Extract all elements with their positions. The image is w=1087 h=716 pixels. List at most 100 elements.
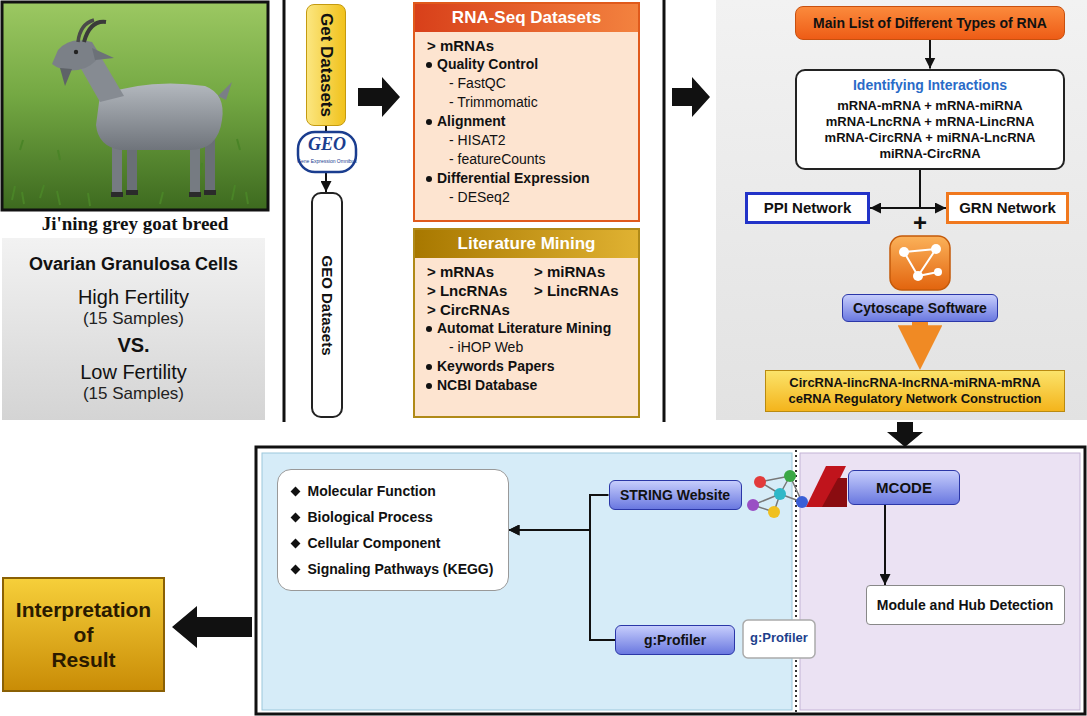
node-text: > LncRNAs xyxy=(427,281,522,300)
node-text: VS. xyxy=(117,333,149,357)
bullet-dot xyxy=(426,326,432,332)
step-box: Get Datasets xyxy=(306,4,346,126)
sample-group-box: Ovarian Granulosa CellsHigh Fertility(15… xyxy=(2,238,265,420)
bullet-diamond xyxy=(290,539,300,549)
result-box: CircRNA-lincRNA-lncRNA-miRNA-mRNA ceRNA … xyxy=(765,370,1065,412)
logo-text: GEO xyxy=(298,134,356,154)
goat-photo xyxy=(126,190,138,195)
node-text: MCODE xyxy=(876,479,932,497)
goat-photo xyxy=(218,82,232,100)
cytoscape-icon xyxy=(890,236,950,290)
goat-photo xyxy=(2,2,268,210)
geo-logo xyxy=(298,132,356,172)
node-text: - iHOP Web xyxy=(449,338,638,357)
goat-photo xyxy=(52,40,100,70)
node-text: Cellular Component xyxy=(290,530,441,556)
goat-photo xyxy=(92,48,114,60)
goat-photo xyxy=(189,192,201,197)
flow-arrow xyxy=(509,495,609,530)
node-text: mRNA-mRNA + mRNA-miRNA xyxy=(837,98,1023,114)
logo-text: g:Profiler xyxy=(743,629,815,647)
result-box: Interpretation of Result xyxy=(2,577,165,692)
goat-photo xyxy=(111,192,123,197)
string-icon xyxy=(753,476,802,512)
logo-text: Gene Expression Omnibus xyxy=(288,158,366,164)
dataset-box: GEO Datasets xyxy=(311,192,343,418)
node-text: (15 Samples) xyxy=(83,384,184,404)
network-box: GRN Network xyxy=(946,192,1069,224)
string-icon xyxy=(774,488,786,500)
divider-line xyxy=(284,0,664,422)
tool-box: g:Profiler xyxy=(615,625,735,655)
panel-background xyxy=(800,453,1080,710)
node-text: PPI Network xyxy=(764,199,852,217)
panel-background xyxy=(256,0,1087,714)
node-text: Molecular Function xyxy=(290,478,436,504)
node-text: Low Fertility xyxy=(80,360,187,384)
node-text: Differential Expression xyxy=(437,169,638,188)
node-text: (15 Samples) xyxy=(83,309,184,329)
panel-background xyxy=(256,447,1085,714)
tool-box: STRING Website xyxy=(609,480,742,510)
bullet-dot xyxy=(426,364,432,370)
string-icon xyxy=(768,506,780,518)
flow-arrow xyxy=(912,322,928,370)
flow-arrow xyxy=(870,170,920,209)
node-text: - FastQC xyxy=(449,74,638,93)
node-text: - HISAT2 xyxy=(449,131,638,150)
node-text: - featureCounts xyxy=(449,150,638,169)
mcode-logo xyxy=(822,478,847,507)
node-text: Main List of Different Types of RNA xyxy=(813,14,1047,32)
gprofiler-logo xyxy=(743,620,815,658)
goat-photo xyxy=(2,2,268,210)
goat-photo xyxy=(74,50,78,54)
node-text: > mRNAs xyxy=(427,262,522,281)
goat-photo xyxy=(2,2,268,210)
enrichment-box: Molecular FunctionBiological ProcessCell… xyxy=(277,469,509,591)
node-text: > mRNAs xyxy=(427,36,638,55)
node-text: Get Datasets xyxy=(316,13,336,117)
node-text: > miRNAs xyxy=(534,262,629,281)
string-icon xyxy=(784,470,796,482)
divider-line xyxy=(283,0,286,422)
output-box: Module and Hub Detection xyxy=(866,585,1065,625)
node-text: Module and Hub Detection xyxy=(877,596,1054,614)
image-caption: Ji'ning grey goat breed xyxy=(2,213,268,235)
geo-logo xyxy=(298,132,356,172)
cytoscape-icon xyxy=(934,268,942,276)
block-arrow xyxy=(172,606,252,648)
goat-photo xyxy=(204,190,216,195)
node-text: - DESeq2 xyxy=(449,188,638,207)
cytoscape-icon xyxy=(913,271,923,281)
panel-background xyxy=(716,0,1087,420)
node-text: - Trimmomatic xyxy=(449,93,638,112)
node-text: Signaling Pathways (KEGG) xyxy=(290,556,494,582)
block-arrow xyxy=(672,77,710,117)
node-text: RNA-Seq Datasets xyxy=(415,4,638,32)
bullet-dot xyxy=(426,383,432,389)
cytoscape-icon xyxy=(931,244,941,254)
node-text: NCBI Database xyxy=(437,376,638,395)
gprofiler-logo xyxy=(743,620,815,658)
tool-box: MCODE xyxy=(848,470,960,505)
string-icon xyxy=(796,496,808,508)
software-box: Cytoscape Software xyxy=(842,294,998,322)
panel-background xyxy=(262,453,792,710)
node-text: Quality Control xyxy=(437,55,638,74)
cytoscape-icon xyxy=(890,236,950,290)
flow-arrow xyxy=(509,530,616,640)
node-text: Automat Literature Mining xyxy=(437,319,638,338)
node-text: Interpretation of Result xyxy=(8,597,159,673)
network-box: PPI Network xyxy=(745,192,870,224)
block-arrow xyxy=(358,77,400,117)
bullet-diamond xyxy=(290,487,300,497)
node-text: Literature Mining xyxy=(415,230,638,258)
cytoscape-icon xyxy=(899,247,909,257)
string-icon xyxy=(747,470,808,518)
bullet-diamond xyxy=(290,513,300,523)
node-text: Ovarian Granulosa Cells xyxy=(29,254,238,276)
bullet-dot xyxy=(426,119,432,125)
node-text: CircRNA-lincRNA-lncRNA-miRNA-mRNA ceRNA … xyxy=(781,375,1049,407)
string-icon xyxy=(747,499,759,511)
node-text: Cytoscape Software xyxy=(853,299,987,317)
